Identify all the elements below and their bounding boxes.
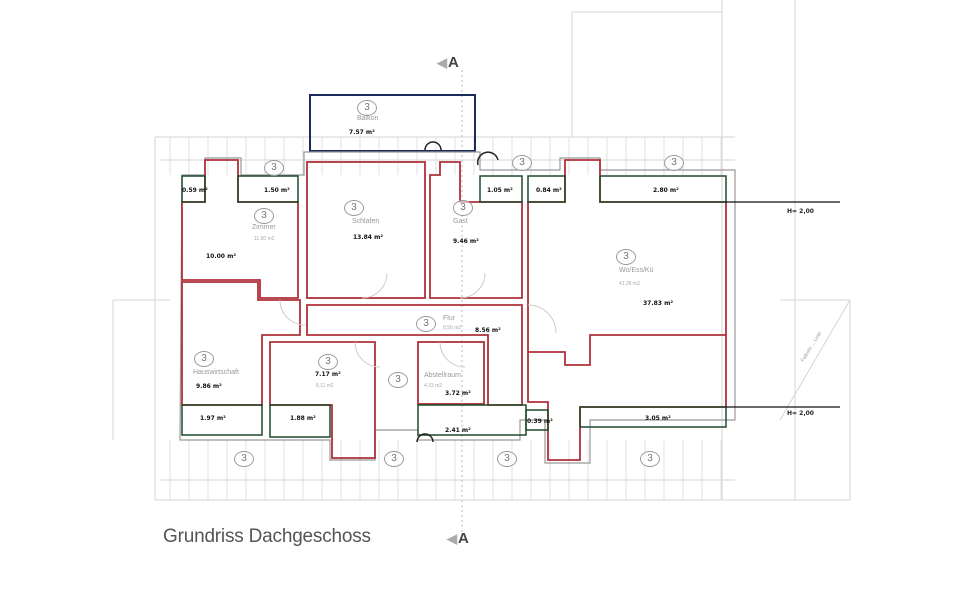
low-area-label: 0.84 m² — [536, 187, 562, 194]
room-name-wohnen: Wo/Ess/Kü — [619, 267, 654, 274]
room-area-zimmer: 10.00 m² — [206, 253, 236, 260]
room-area-gast: 9.46 m² — [453, 238, 479, 245]
apartment-tag: 3 — [194, 351, 214, 367]
room-sub-bad: 8,11 m2 — [316, 383, 334, 389]
kitchen-niche — [528, 334, 726, 366]
plan-title: Grundriss Dachgeschoss — [163, 526, 371, 547]
room-name-gast: Gast — [453, 218, 468, 225]
room-schlafen-outline — [306, 161, 426, 299]
room-area-schlafen: 13.84 m² — [353, 234, 383, 241]
room-area-balkon: 7.57 m² — [349, 129, 375, 136]
apartment-tag: 3 — [344, 200, 364, 216]
low-area-label: 1.50 m² — [264, 187, 290, 194]
section-arrow-icon: ◀ — [437, 55, 447, 70]
apartment-tag: 3 — [254, 208, 274, 224]
room-area-abstellraum: 3.72 m² — [445, 390, 471, 397]
apartment-tag: 3 — [512, 155, 532, 171]
apartment-tag: 3 — [416, 316, 436, 332]
low-area-label: 2.41 m² — [445, 427, 471, 434]
room-area-bad: 7.17 m² — [315, 371, 341, 378]
apartment-tag: 3 — [264, 160, 284, 176]
rafter-lines — [169, 137, 722, 500]
room-name-balkon: Balkon — [357, 115, 379, 122]
low-area-label: 1.88 m² — [290, 415, 316, 422]
room-abstellraum-outline — [417, 341, 485, 405]
apartment-tag: 3 — [318, 354, 338, 370]
section-marker-top: ◀A — [437, 54, 459, 71]
apartment-tag: 3 — [357, 100, 377, 116]
low-area-outlines — [181, 175, 727, 438]
room-area-wohnen: 37.83 m² — [643, 300, 673, 307]
section-marker-bottom: ◀A — [447, 530, 469, 547]
apartment-tag: 3 — [497, 451, 517, 467]
door-swings — [279, 141, 557, 443]
low-area-label: 1.05 m² — [487, 187, 513, 194]
room-sub-wohnen: 41,28 m2 — [619, 281, 640, 287]
room-name-hauswirtschaft: Hauswirtschaft — [193, 369, 239, 376]
section-arrow-icon: ◀ — [447, 531, 457, 546]
apartment-tag: 3 — [384, 451, 404, 467]
roof-grid — [112, 0, 851, 501]
balcony-outline — [309, 94, 476, 152]
height-label: H= 2,00 — [787, 208, 814, 215]
room-sub-zimmer: 11,50 m2 — [254, 236, 275, 242]
room-name-zimmer: Zimmer — [252, 224, 276, 231]
apartment-tag: 3 — [388, 372, 408, 388]
height-lines — [726, 201, 840, 408]
room-name-flur: Flur — [443, 315, 456, 322]
low-area-label: 2.80 m² — [653, 187, 679, 194]
room-wohnen-outline — [527, 159, 727, 461]
room-name-schlafen: Schlafen — [352, 218, 380, 225]
apartment-tag: 3 — [234, 451, 254, 467]
room-zimmer-outline — [181, 159, 299, 299]
height-label: H= 2,00 — [787, 410, 814, 417]
apartment-tag: 3 — [640, 451, 660, 467]
apartment-tag: 3 — [664, 155, 684, 171]
low-area-label: 0.39 m² — [527, 418, 553, 425]
room-gast-outline — [429, 161, 523, 299]
room-sub-flur: 8,56 m2 — [443, 325, 462, 331]
room-area-flur: 8.56 m² — [475, 327, 501, 334]
apartment-tag: 3 — [616, 249, 636, 265]
low-area-label: 1.97 m² — [200, 415, 226, 422]
room-sub-abstellraum: 4,33 m2 — [424, 383, 443, 389]
room-area-hauswirtschaft: 9.86 m² — [196, 383, 222, 390]
low-area-label: 3.05 m² — [645, 415, 671, 422]
apartment-tag: 3 — [453, 200, 473, 216]
room-flur-outline — [306, 304, 523, 406]
low-area-label: 0.59 m² — [182, 187, 208, 194]
room-name-abstellraum: Abstellraum — [424, 372, 461, 379]
